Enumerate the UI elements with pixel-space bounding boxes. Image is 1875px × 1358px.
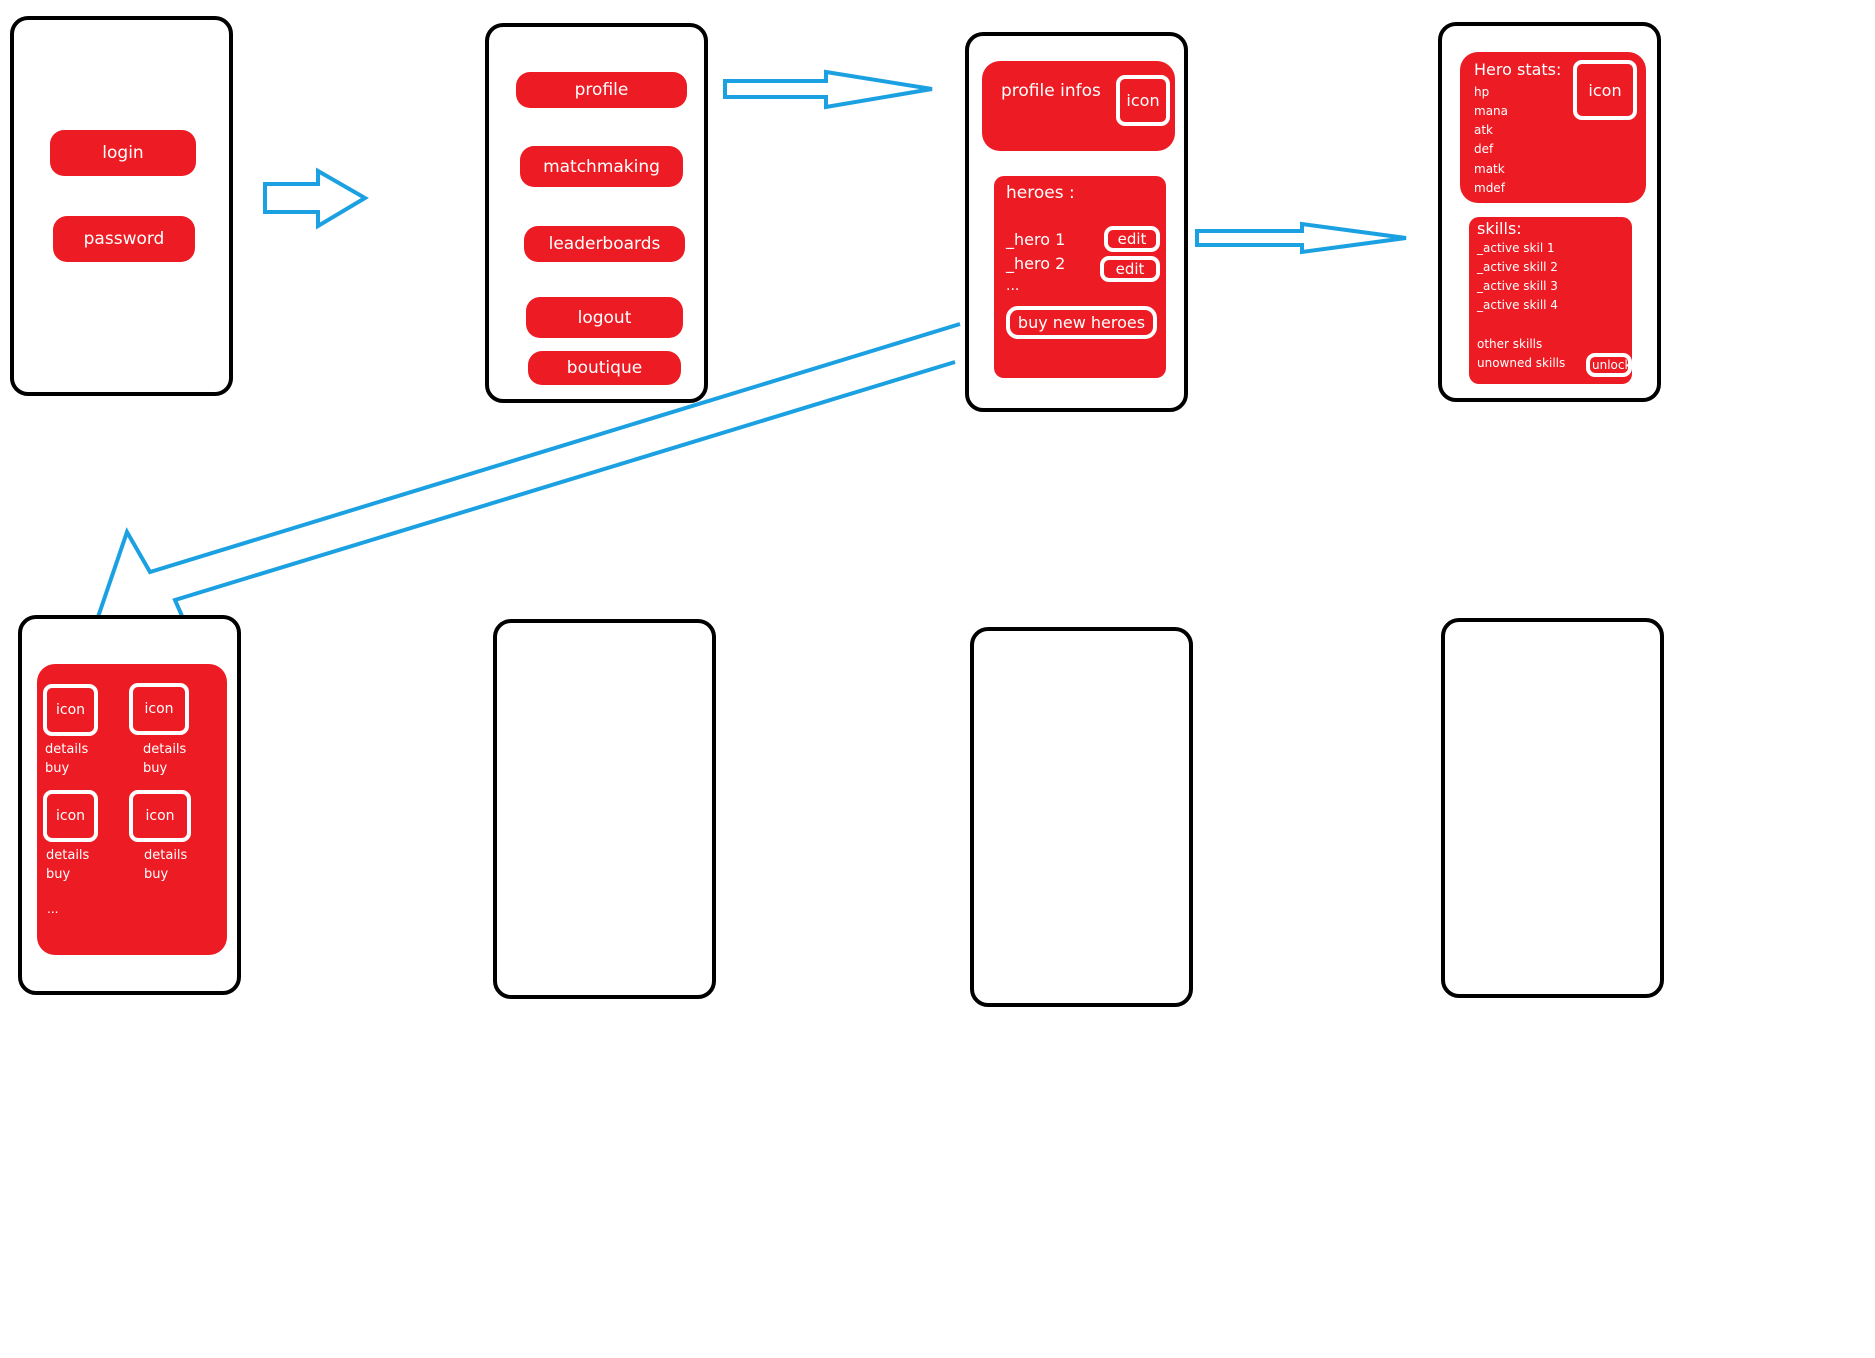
shop-item-3-buy[interactable]: buy xyxy=(46,867,71,882)
stat-atk: atk xyxy=(1474,123,1494,137)
arrow-login-to-menu xyxy=(263,167,369,230)
hero-stats-title: Hero stats: xyxy=(1474,60,1562,79)
active-skill-2: _active skill 2 xyxy=(1477,260,1558,274)
hero-stats-panel: Hero stats: hp mana atk def matk mdef ic… xyxy=(1460,52,1646,203)
skills-title: skills: xyxy=(1477,219,1522,238)
shop-item-2-icon[interactable]: icon xyxy=(129,683,189,735)
active-skill-4: _active skill 4 xyxy=(1477,298,1558,312)
hero-1-edit-button[interactable]: edit xyxy=(1104,226,1160,252)
stat-def: def xyxy=(1474,142,1494,156)
screen-login: login password xyxy=(10,16,233,396)
screen-empty-2 xyxy=(970,627,1193,1007)
screen-profile: profile infos icon heroes : _hero 1 edit… xyxy=(965,32,1188,412)
shop-item-3-details[interactable]: details xyxy=(46,848,90,863)
shop-item-1-details[interactable]: details xyxy=(45,742,89,757)
shop-item-3-icon[interactable]: icon xyxy=(43,790,98,842)
shop-item-1-icon[interactable]: icon xyxy=(43,684,98,736)
hero-2-name: _hero 2 xyxy=(1006,254,1066,273)
active-skill-1: _active skil 1 xyxy=(1477,241,1555,255)
heroes-label: heroes : xyxy=(1006,183,1075,203)
unlock-button[interactable]: unlock xyxy=(1586,353,1632,377)
profile-infos-label: profile infos xyxy=(1001,81,1101,101)
heroes-panel: heroes : _hero 1 edit _hero 2 edit ... b… xyxy=(994,176,1166,378)
stat-hp: hp xyxy=(1474,85,1490,99)
shop-ellipsis: ... xyxy=(47,902,59,916)
hero-2-edit-button[interactable]: edit xyxy=(1100,256,1160,282)
boutique-button[interactable]: boutique xyxy=(528,351,681,385)
unowned-skills-label: unowned skills xyxy=(1477,356,1566,370)
screen-empty-3 xyxy=(1441,618,1664,998)
profile-infos-panel: profile infos icon xyxy=(982,61,1175,151)
shop-item-2-buy[interactable]: buy xyxy=(143,761,168,776)
login-button[interactable]: login xyxy=(50,130,196,176)
stat-matk: matk xyxy=(1474,162,1505,176)
shop-item-4-buy[interactable]: buy xyxy=(144,867,169,882)
buy-new-heroes-button[interactable]: buy new heroes xyxy=(1006,306,1157,339)
hero-icon[interactable]: icon xyxy=(1573,60,1637,120)
arrow-menu-to-profile xyxy=(723,69,933,110)
screen-shop: icon details buy icon details buy icon d… xyxy=(18,615,241,995)
shop-item-1-buy[interactable]: buy xyxy=(45,761,70,776)
stat-mana: mana xyxy=(1474,104,1509,118)
shop-item-4-details[interactable]: details xyxy=(144,848,188,863)
profile-button[interactable]: profile xyxy=(516,72,687,108)
password-field[interactable]: password xyxy=(53,216,195,262)
hero-1-name: _hero 1 xyxy=(1006,230,1066,249)
shop-item-2-details[interactable]: details xyxy=(143,742,187,757)
arrow-profile-to-hero xyxy=(1195,221,1407,255)
screen-menu: profile matchmaking leaderboards logout … xyxy=(485,23,708,403)
screen-empty-1 xyxy=(493,619,716,999)
logout-button[interactable]: logout xyxy=(526,297,683,338)
skills-panel: skills: _active skil 1 _active skill 2 _… xyxy=(1469,217,1632,384)
profile-icon[interactable]: icon xyxy=(1116,75,1170,126)
stat-mdef: mdef xyxy=(1474,181,1505,195)
shop-item-4-icon[interactable]: icon xyxy=(129,790,191,842)
shop-panel: icon details buy icon details buy icon d… xyxy=(37,664,227,955)
active-skill-3: _active skill 3 xyxy=(1477,279,1558,293)
matchmaking-button[interactable]: matchmaking xyxy=(520,146,683,187)
heroes-ellipsis: ... xyxy=(1006,278,1020,294)
screen-hero-stats: Hero stats: hp mana atk def matk mdef ic… xyxy=(1438,22,1661,402)
other-skills-label: other skills xyxy=(1477,337,1543,351)
leaderboards-button[interactable]: leaderboards xyxy=(524,226,685,262)
